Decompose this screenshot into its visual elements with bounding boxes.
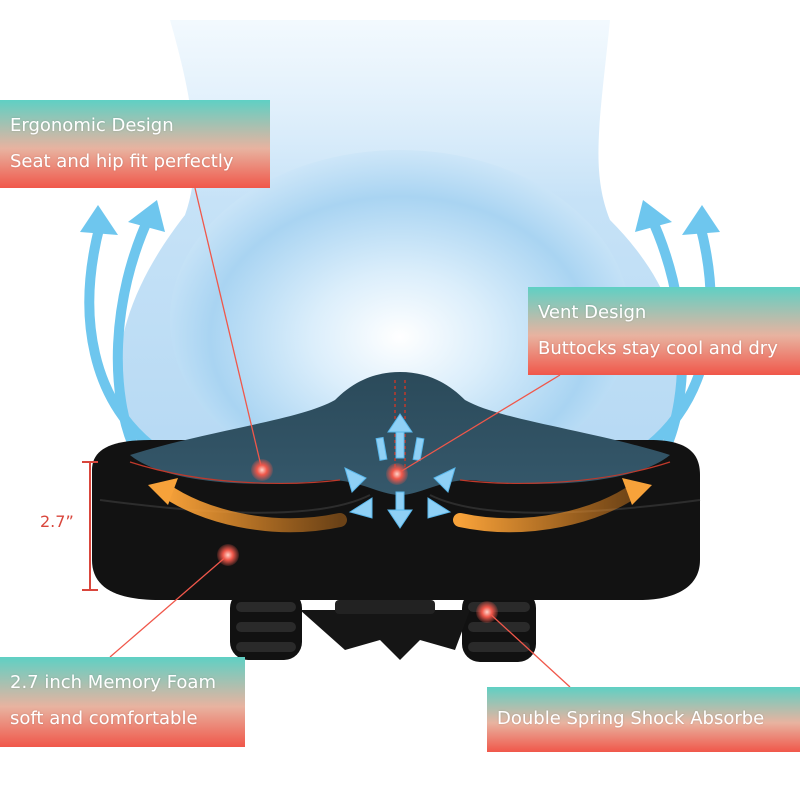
callout-dot-icon <box>217 459 498 623</box>
callout-ergonomic-subtitle: Seat and hip fit perfectly <box>10 151 234 172</box>
callout-foam-title: 2.7 inch Memory Foam <box>10 672 216 693</box>
callout-spring-title: Double Spring Shock Absorbe <box>497 708 765 729</box>
callout-vent-title: Vent Design <box>538 302 647 323</box>
callout-foam: 2.7 inch Memory Foam soft and comfortabl… <box>0 657 245 747</box>
memory-foam-arrow-icon <box>622 478 652 505</box>
callout-lines <box>109 187 571 688</box>
callout-ergonomic-title: Ergonomic Design <box>10 115 174 136</box>
callout-ergonomic: Ergonomic Design Seat and hip fit perfec… <box>0 100 270 188</box>
callout-vent-subtitle: Buttocks stay cool and dry <box>538 338 778 359</box>
memory-foam-arrow-icon <box>148 478 178 505</box>
dimension-label: 2.7” <box>40 512 74 531</box>
airflow-arrow-icon <box>80 200 165 455</box>
dimension-bracket <box>82 461 98 591</box>
callout-spring: Double Spring Shock Absorbe <box>487 687 800 752</box>
vent-arrows-icon <box>344 413 456 529</box>
callout-vent: Vent Design Buttocks stay cool and dry <box>528 287 800 375</box>
double-spring <box>230 590 536 662</box>
memory-foam-arrow-icon <box>158 483 642 533</box>
callout-foam-subtitle: soft and comfortable <box>10 708 198 729</box>
